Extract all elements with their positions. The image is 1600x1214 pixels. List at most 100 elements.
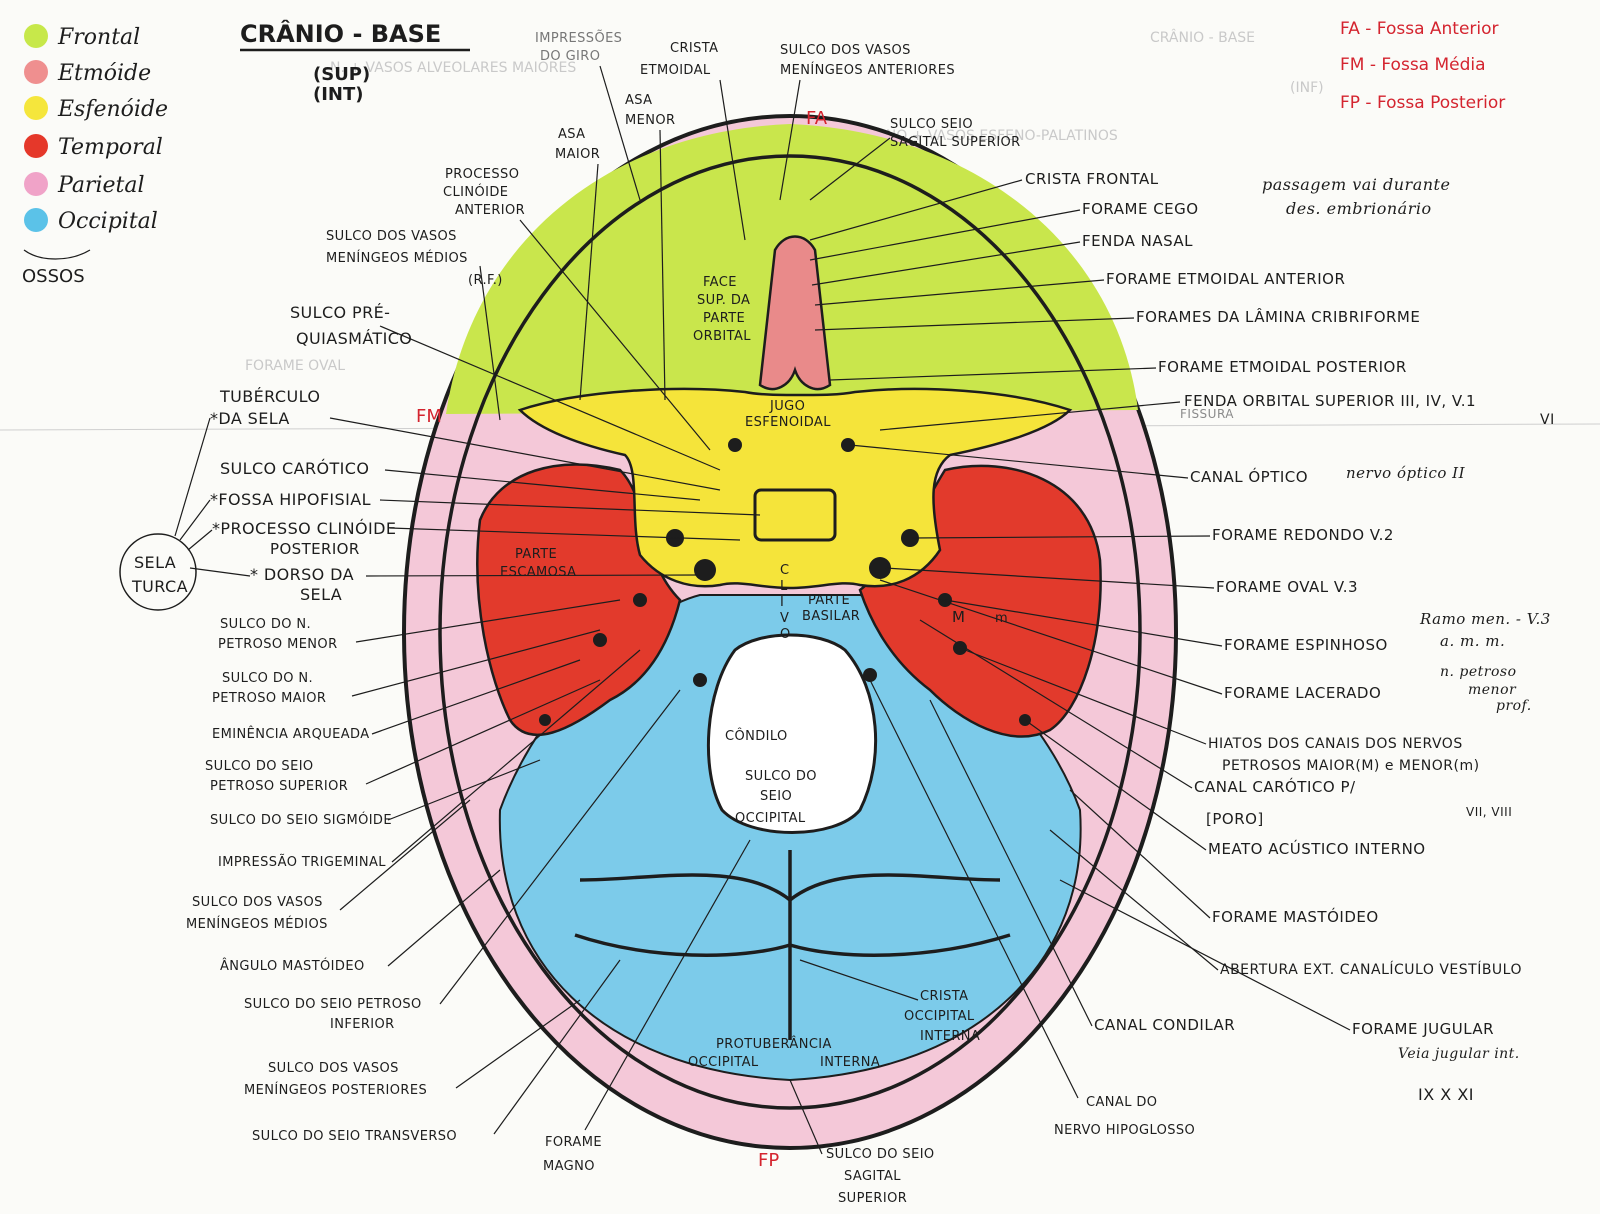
label-proc-clin-ant-3: ANTERIOR (455, 203, 525, 218)
face-orbital-4: ORBITAL (693, 329, 751, 344)
label-protuberancia-1: PROTUBERÂNCIA (716, 1036, 832, 1052)
face-orbital-1: FACE (703, 275, 737, 290)
title-block: CRÂNIO - BASE (SUP) (INT) (240, 19, 470, 105)
label-proc-clin-post-1: *PROCESSO CLINÓIDE (212, 519, 396, 538)
ghost-line-3: FORAME OVAL (245, 358, 345, 374)
basilar-1: PARTE (808, 593, 850, 608)
label-sela-turca-2: TURCA (131, 577, 188, 596)
label-crista-occ-3: INTERNA (920, 1029, 980, 1044)
label-hipoglosso-2: NERVO HIPOGLOSSO (1054, 1123, 1195, 1138)
label-hiatos-1: HIATOS DOS CANAIS DOS NERVOS (1208, 736, 1463, 752)
label-crista-occ-1: CRISTA (920, 989, 968, 1004)
m-minor: m (995, 611, 1008, 626)
label-asa-menor-1: ASA (625, 93, 652, 108)
fossa-key-fm: FM - Fossa Média (1340, 55, 1486, 75)
label-sigmoide: SULCO DO SEIO SIGMÓIDE (210, 812, 392, 828)
label-canal-carotico: CANAL CARÓTICO P/ (1194, 777, 1356, 796)
label-sulco-vasos-ant-1: SULCO DOS VASOS (780, 43, 911, 58)
label-sulco-medios-1: SULCO DOS VASOS (326, 229, 457, 244)
fossa-key: FA - Fossa Anterior FM - Fossa Média FP … (1340, 19, 1505, 113)
label-proc-clin-ant-2: CLINÓIDE (443, 184, 508, 200)
label-sagital-bottom-1: SULCO DO SEIO (826, 1147, 935, 1162)
fm-marker: FM (416, 406, 442, 427)
label-forame-magno-1: FORAME (545, 1135, 602, 1150)
fp-marker: FP (758, 1150, 779, 1171)
note-espinhoso-2: a. m. m. (1440, 632, 1505, 650)
temporal-bone-left (476, 463, 682, 737)
jugo-2: ESFENOIDAL (745, 415, 831, 430)
legend-swatch-occipital (24, 208, 48, 232)
label-vasos-medios-1: SULCO DOS VASOS (192, 895, 323, 910)
label-asa-maior-1: ASA (558, 127, 585, 142)
label-etmoidal-ant: FORAME ETMOIDAL ANTERIOR (1106, 270, 1345, 288)
note-lacerado-2: menor (1468, 682, 1517, 698)
label-tuberculo-2: *DA SELA (210, 409, 290, 428)
sela-turca-bubble (119, 533, 197, 611)
label-sulco-medios-2: MENÍNGEOS MÉDIOS (326, 250, 468, 266)
label-forame-jugular: FORAME JUGULAR (1352, 1020, 1494, 1038)
label-sagital-bottom-2: SAGITAL (844, 1169, 901, 1184)
subtitle-sup: (SUP) (313, 64, 370, 85)
label-angulo-mastoideo: ÂNGULO MASTÓIDEO (220, 958, 365, 974)
label-forame-magno-2: MAGNO (543, 1159, 595, 1174)
label-proc-clin-ant-1: PROCESSO (445, 167, 519, 182)
label-fossa-hipofisial: *FOSSA HIPOFISIAL (210, 490, 371, 509)
legend-parietal: Parietal (57, 173, 145, 198)
legend-frontal: Frontal (57, 25, 140, 50)
label-forame-redondo: FORAME REDONDO V.2 (1212, 526, 1394, 544)
clivo-4: V (780, 611, 789, 626)
label-petroso-menor-1: SULCO DO N. (220, 617, 311, 632)
label-meato-nerves: VII, VIII (1466, 805, 1512, 819)
label-sulco-sagital-1: SULCO SEIO (890, 117, 973, 132)
label-crista-occ-2: OCCIPITAL (904, 1009, 975, 1024)
label-etmoidal-post: FORAME ETMOIDAL POSTERIOR (1158, 358, 1407, 376)
clivo-2: L (780, 579, 788, 594)
m-major: M (952, 608, 965, 626)
left-labels: PROCESSO CLINÓIDE ANTERIOR SULCO DOS VAS… (119, 167, 761, 1144)
label-hipoglosso-1: CANAL DO (1086, 1095, 1157, 1110)
legend: Frontal Etmóide Esfenóide Temporal Parie… (22, 24, 168, 287)
ghost-line-1: N. + VASOS ALVEOLARES MAIORES (330, 60, 576, 76)
fossa-key-fp: FP - Fossa Posterior (1340, 93, 1505, 113)
legend-brace (23, 249, 91, 260)
label-crista-frontal: CRISTA FRONTAL (1025, 170, 1159, 188)
legend-esfenoide: Esfenóide (57, 97, 168, 122)
label-impressoes-1: IMPRESSÕES (535, 30, 622, 46)
label-forame-cego: FORAME CEGO (1082, 200, 1199, 218)
label-canal-condilar: CANAL CONDILAR (1094, 1016, 1235, 1034)
label-sulco-sagital-2: SAGITAL SUPERIOR (890, 135, 1021, 150)
label-cribriforme: FORAMES DA LÂMINA CRIBRIFORME (1136, 307, 1420, 326)
label-sulco-vasos-ant-2: MENÍNGEOS ANTERIORES (780, 62, 955, 78)
escamosa-1: PARTE (515, 547, 557, 562)
condilo-label: CÔNDILO (725, 728, 788, 744)
foramen-magnum (706, 633, 878, 834)
fossa-key-fa: FA - Fossa Anterior (1340, 19, 1499, 39)
label-sulco-medios-3: (R.F.) (468, 273, 503, 288)
label-protuberancia-2: OCCIPITAL (688, 1055, 759, 1070)
subtitle-int: (INT) (313, 84, 364, 105)
bottom-labels: FORAME MAGNO SULCO DO SEIO SAGITAL SUPER… (543, 679, 1195, 1206)
right-labels: CRISTA FRONTAL FORAME CEGO passagem vai … (809, 170, 1554, 1104)
note-lacerado-1: n. petroso (1440, 664, 1517, 680)
ghost-subtitle: (INF) (1290, 80, 1324, 96)
legend-footer: OSSOS (22, 266, 85, 287)
clivo-5: O (780, 627, 791, 642)
page-title: CRÂNIO - BASE (240, 19, 441, 48)
legend-temporal: Temporal (58, 135, 163, 160)
label-petroso-sup-2: PETROSO SUPERIOR (210, 779, 348, 794)
label-abertura: ABERTURA EXT. CANALÍCULO VESTÍBULO (1220, 961, 1522, 978)
legend-swatch-frontal (24, 24, 48, 48)
label-asa-maior-2: MAIOR (555, 147, 600, 162)
face-orbital-2: SUP. DA (697, 293, 750, 308)
note-jugular: Veia jugular int. (1398, 1046, 1520, 1062)
label-prequiasmatico-1: SULCO PRÉ- (290, 303, 390, 322)
face-orbital-3: PARTE (703, 311, 745, 326)
label-petroso-menor-2: PETROSO MENOR (218, 637, 338, 652)
label-jugular-nerves: IX X XI (1418, 1085, 1474, 1104)
legend-swatch-parietal (24, 172, 48, 196)
label-vasos-post-1: SULCO DOS VASOS (268, 1061, 399, 1076)
label-proc-clin-post-2: POSTERIOR (270, 540, 360, 558)
label-fenda-nasal: FENDA NASAL (1082, 232, 1193, 250)
basilar-2: BASILAR (802, 609, 860, 624)
note-espinhoso-1: Ramo men. - V.3 (1419, 610, 1551, 628)
